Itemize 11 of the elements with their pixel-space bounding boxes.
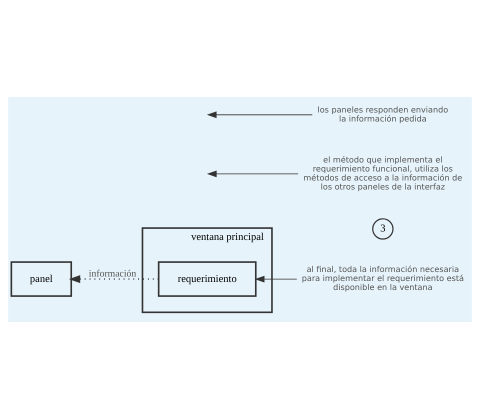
node-text: el método que implementa el requerimiento funcional, utiliza los métodos de acceso a la información de los otros paneles de la interfaz: [303, 154, 462, 192]
arrow: [254, 276, 298, 282]
edge-label: información: [88, 268, 136, 280]
node-box: panel: [10, 261, 72, 297]
arrow: [206, 170, 298, 178]
node-text: los paneles responden enviando la información pedida: [318, 104, 448, 124]
arrow: [206, 111, 313, 118]
node-box: requerimiento: [158, 261, 257, 297]
node-text: al final, toda la información necesaria para implementar el requerimiento está disponible en la ventana: [302, 264, 464, 292]
node-circle: 3: [372, 218, 394, 240]
arrow: [68, 275, 158, 284]
